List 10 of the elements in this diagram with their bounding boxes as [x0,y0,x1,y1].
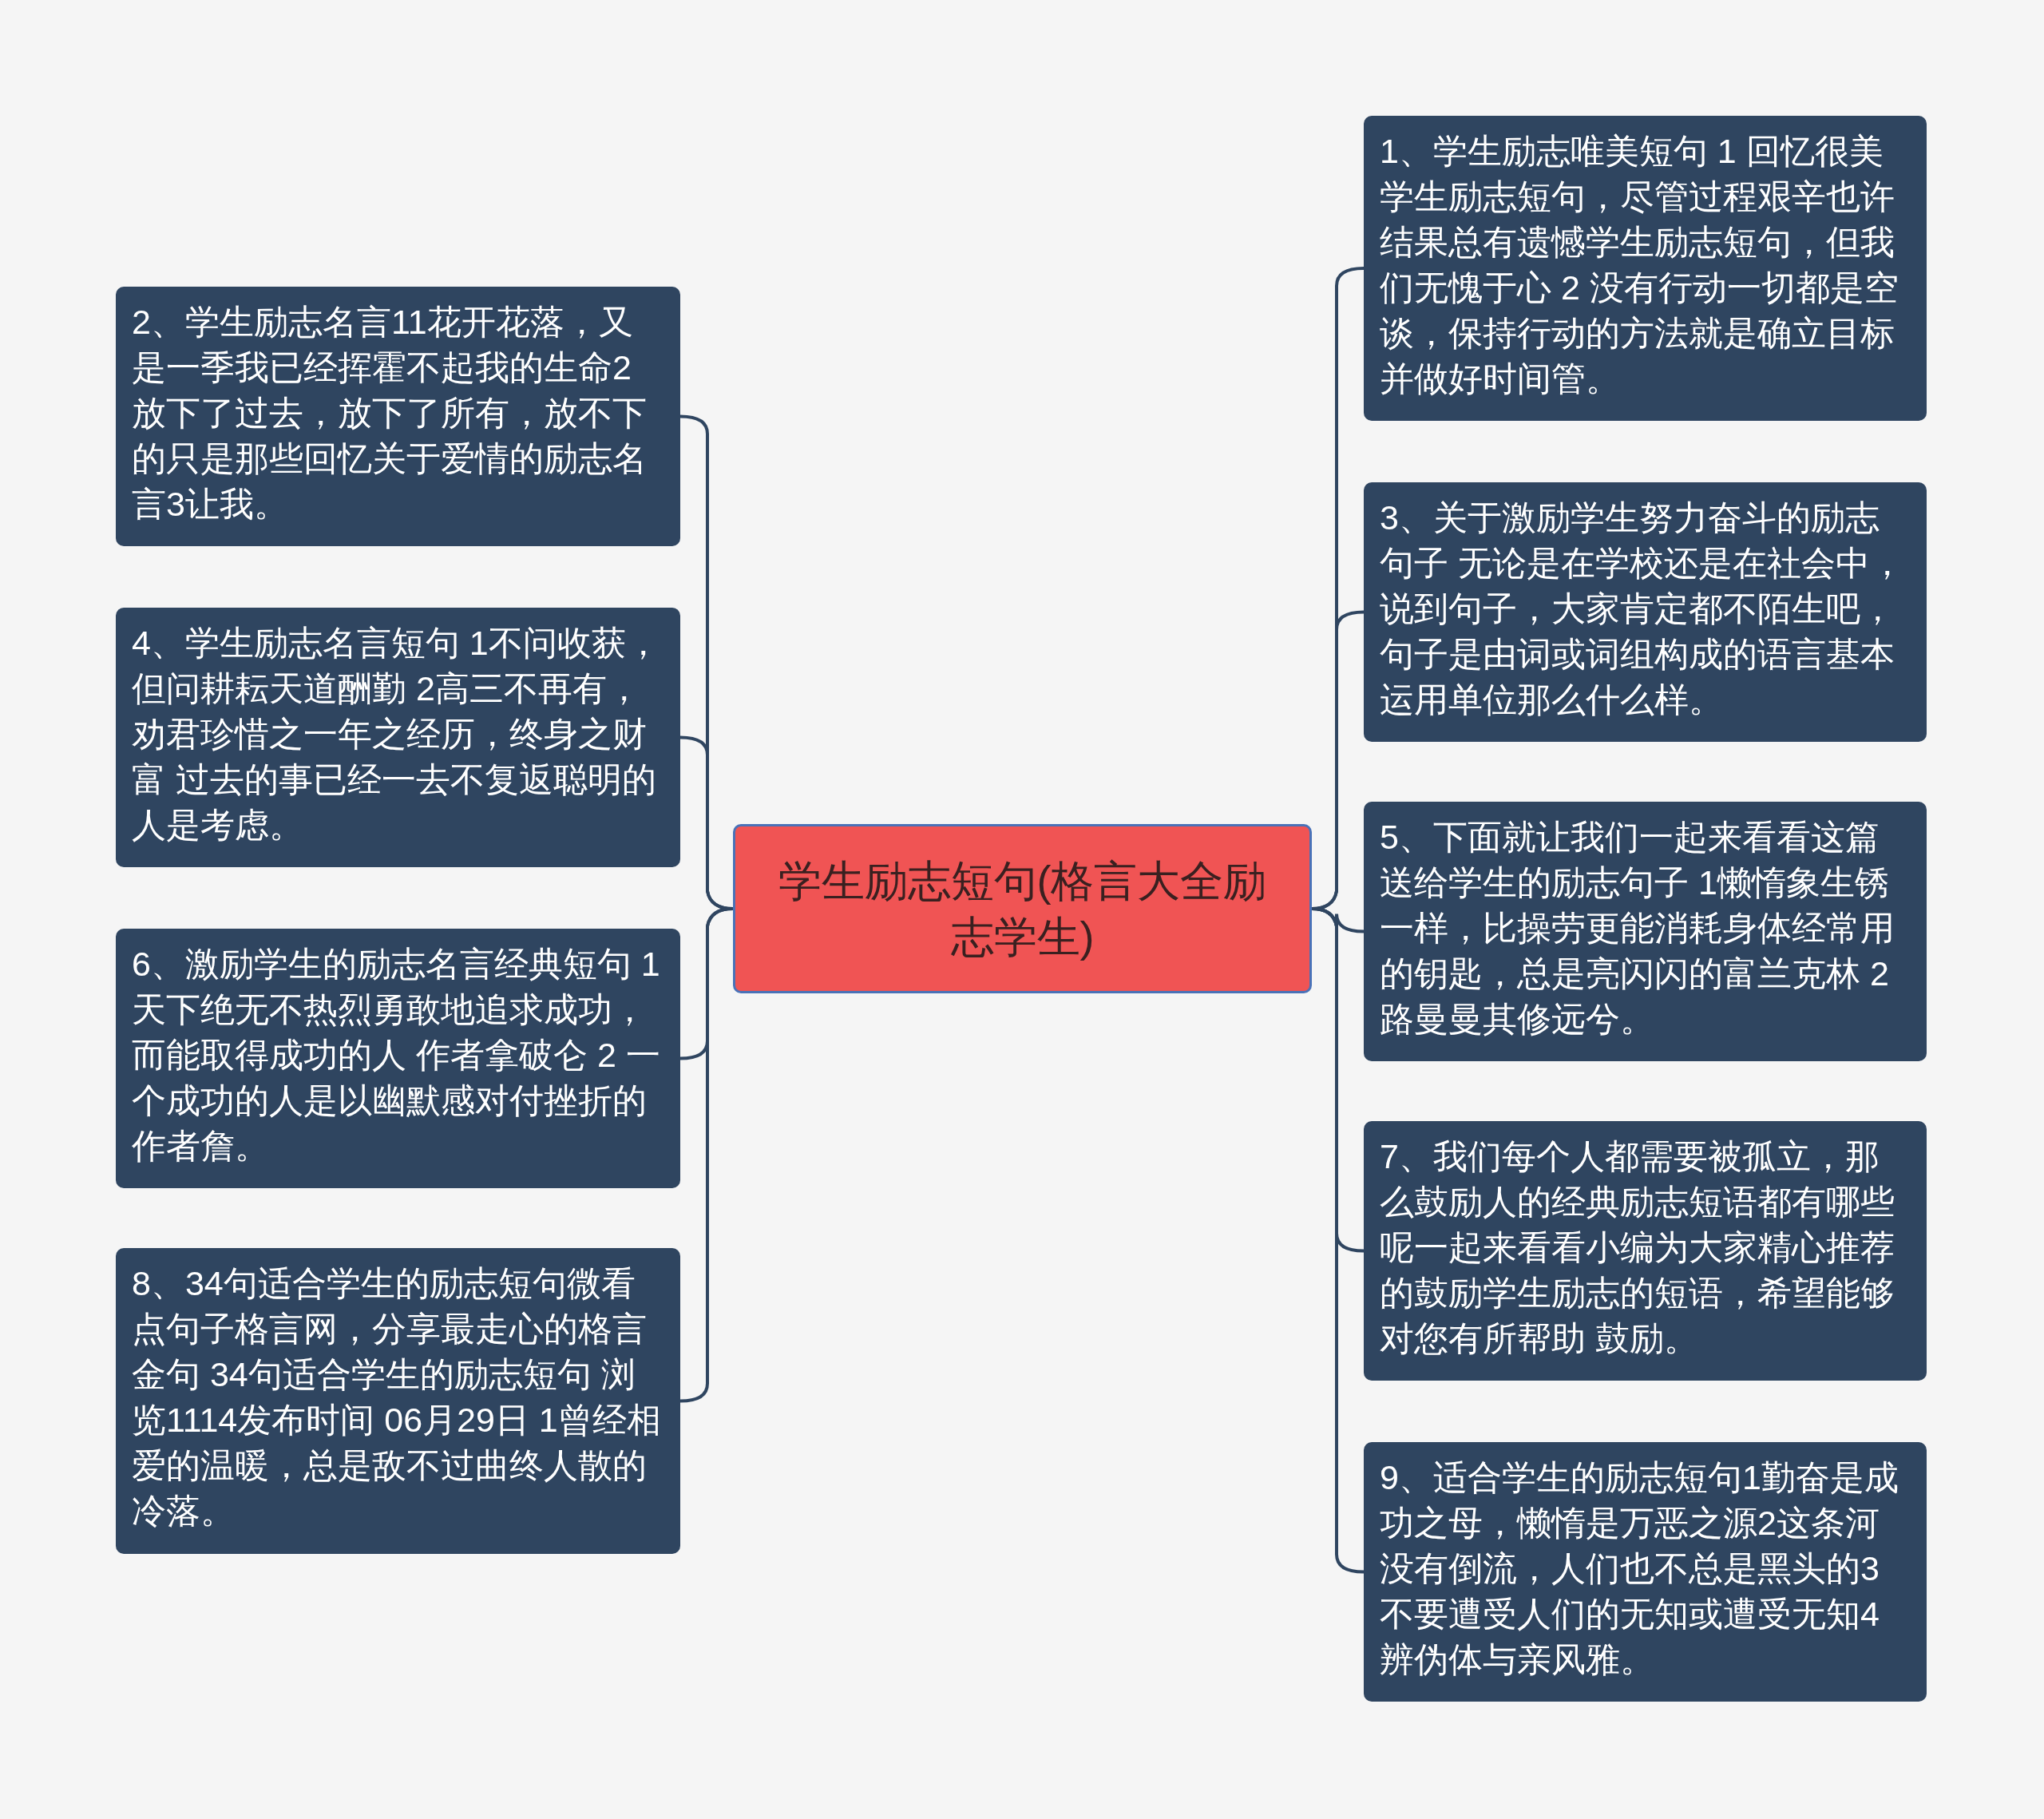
topic-box: 4、学生励志名言短句 1不问收获，但问耕耘天道酬勤 2高三不再有，劝君珍惜之一年之经历，终身之财富 过去的事已经一去不复返聪明的人是考虑。 [116,608,680,867]
topic-box: 1、学生励志唯美短句 1 回忆很美学生励志短句，尽管过程艰辛也许结果总有遗憾学生励志短句，但我们无愧于心 2 没有行动一切都是空谈，保持行动的方法就是确立目标并做好时间管。 [1364,116,1927,421]
topic-box: 8、34句适合学生的励志短句微看点句子格言网，分享最走心的格言金句 34句适合学生的励志短句 浏览1114发布时间 06月29日 1曾经相爱的温暖，总是敌不过曲终人散的冷落。 [116,1248,680,1554]
topic-box: 7、我们每个人都需要被孤立，那么鼓励人的经典励志短语都有哪些呢一起来看看小编为大家精心推荐的鼓励学生励志的短语，希望能够对您有所帮助 鼓励。 [1364,1121,1927,1381]
topic-box: 6、激励学生的励志名言经典短句 1 天下绝无不热烈勇敢地追求成功，而能取得成功的人 作者拿破仑 2 一个成功的人是以幽默感对付挫折的作者詹。 [116,929,680,1188]
topic-box: 9、适合学生的励志短句1勤奋是成功之母，懒惰是万恶之源2这条河没有倒流，人们也不总是黑头的3不要遭受人们的无知或遭受无知4辨伪体与亲风雅。 [1364,1442,1927,1702]
topic-box: 2、学生励志名言11花开花落，又是一季我已经挥霍不起我的生命2放下了过去，放下了所有，放不下的只是那些回忆关于爱情的励志名言3让我。 [116,287,680,546]
topic-box: 5、下面就让我们一起来看看这篇送给学生的励志句子 1懒惰象生锈一样，比操劳更能消耗身体经常用的钥匙，总是亮闪闪的富兰克林 2路曼曼其修远兮。 [1364,802,1927,1061]
topic-box: 3、关于激励学生努力奋斗的励志句子 无论是在学校还是在社会中，说到句子，大家肯定都不陌生吧，句子是由词或词组构成的语言基本运用单位那么什么样。 [1364,482,1927,742]
central-topic-box: 学生励志短句(格言大全励志学生) [733,824,1312,993]
